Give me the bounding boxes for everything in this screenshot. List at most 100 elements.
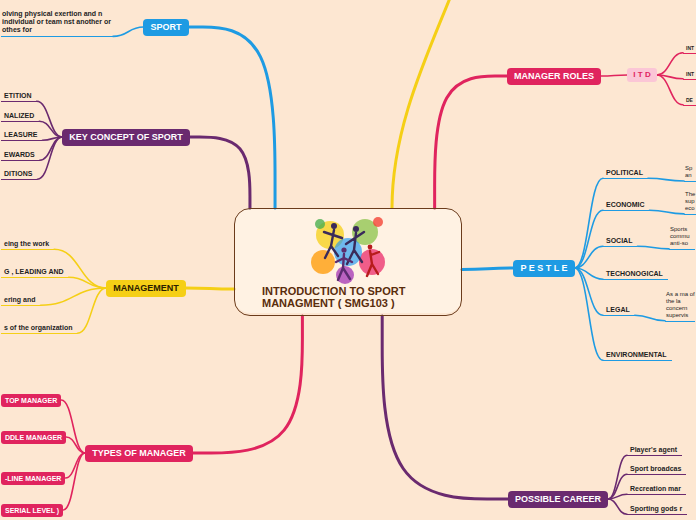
note-text: The sup eco <box>684 191 696 215</box>
subtopic-text: Player's agent <box>627 446 682 456</box>
node-text: TOP MANAGER <box>5 396 57 405</box>
branch-connector <box>608 455 627 499</box>
node-text: olving physical exertion and n individua… <box>2 10 113 34</box>
subtopic-pill: DDLE MANAGER <box>1 431 66 444</box>
subtopic-text: Recreation mar <box>627 485 686 495</box>
branch-connector <box>382 316 508 499</box>
subtopic-text: NALIZED <box>1 112 39 122</box>
node-text: SOCIAL <box>606 237 632 244</box>
node-text: KEY CONCEPT OF SPORT <box>69 132 182 143</box>
node-text: LEASURE <box>4 131 37 138</box>
branch-connector <box>648 178 684 181</box>
paint-splash <box>315 219 325 229</box>
node-text: EWARDS <box>4 151 35 158</box>
node-text: s of the organization <box>4 324 72 331</box>
node-text: MANAGER ROLES <box>514 71 594 82</box>
node-text: LEGAL <box>606 306 630 313</box>
branch-connector <box>462 268 513 270</box>
branch-connector <box>37 137 62 179</box>
subtopic-text: INT <box>683 45 696 54</box>
branch-connector <box>637 246 669 249</box>
paint-splash <box>373 217 383 227</box>
branch-connector <box>657 53 683 75</box>
subtopic-text: Sport broadcas <box>627 465 686 475</box>
note-text: Sp an <box>684 165 696 182</box>
paint-splash <box>311 250 335 274</box>
note-text: olving physical exertion and n individua… <box>1 10 113 37</box>
branch-topic: P E S T L E <box>513 260 574 277</box>
branch-connector <box>608 494 627 499</box>
branch-connector <box>39 121 62 137</box>
branch-connector <box>608 499 627 514</box>
branch-connector <box>657 75 683 105</box>
node-text: TECHONOGICAL <box>606 270 663 277</box>
subtopic-text: ECONOMIC <box>603 201 650 211</box>
note-text: Sports commu anti-so <box>669 226 695 250</box>
subtopic-text: DE <box>683 97 696 106</box>
node-text: Sports commu anti-so <box>670 226 695 247</box>
subtopic-text: ering and <box>1 296 41 306</box>
node-text: DE <box>686 97 693 103</box>
node-text: ECONOMIC <box>606 201 645 208</box>
athlete-figures <box>324 223 379 280</box>
branch-topic: KEY CONCEPT OF SPORT <box>62 129 189 146</box>
branch-connector <box>189 27 276 208</box>
subtopic-pill: -LINE MANAGER <box>1 472 65 485</box>
branch-topic: SPORT <box>143 19 188 36</box>
subtopic-text: POLITICAL <box>603 169 648 179</box>
branch-connector <box>69 277 107 288</box>
node-text: Sport broadcas <box>630 465 681 472</box>
branch-connector <box>650 210 685 214</box>
node-text: DITIONS <box>4 170 32 177</box>
branch-line <box>392 0 450 208</box>
node-text: ETITION <box>4 92 32 99</box>
branch-connector <box>575 268 603 315</box>
subtopic-pill: TOP MANAGER <box>1 394 61 407</box>
node-text: INT <box>686 71 694 77</box>
branch-connector <box>575 268 603 360</box>
node-text: Sp an <box>685 165 696 179</box>
branch-topic: MANAGER ROLES <box>507 68 601 85</box>
branch-connector <box>608 474 627 499</box>
branch-connector <box>193 316 303 453</box>
subtopic-text: G , LEADING AND <box>1 268 69 278</box>
subtopic-text: ETITION <box>1 92 37 102</box>
branch-connector <box>77 288 106 333</box>
node-text: I T D <box>633 70 650 80</box>
node-text: -LINE MANAGER <box>5 474 61 483</box>
node-text: SERIAL LEVEL ) <box>5 506 59 515</box>
subtopic-text: s of the organization <box>1 324 77 334</box>
node-text: INT <box>686 45 694 51</box>
branch-connector <box>186 288 234 289</box>
node-text: POSSIBLE CAREER <box>515 494 601 505</box>
branch-connector <box>63 453 85 510</box>
subtopic-text: EWARDS <box>1 151 40 161</box>
node-text: Recreation mar <box>630 485 681 492</box>
branch-connector <box>37 101 63 137</box>
branch-connector <box>601 75 627 76</box>
central-topic: INTRODUCTION TO SPORT MANAGMENT ( SMG103… <box>234 208 462 316</box>
paint-splash <box>336 266 354 284</box>
branch-connector <box>61 400 85 453</box>
node-text: DDLE MANAGER <box>5 433 62 442</box>
branch-connector <box>575 246 603 268</box>
branch-connector <box>635 315 665 321</box>
subtopic-text: INT <box>683 71 696 80</box>
subtopic-pill: SERIAL LEVEL ) <box>1 504 63 517</box>
branch-topic: MANAGEMENT <box>106 280 186 297</box>
branch-topic: POSSIBLE CAREER <box>508 491 608 508</box>
branch-connector <box>575 210 603 268</box>
note-text: As a ma of the la concern supervis <box>665 291 695 322</box>
branch-connector <box>435 76 507 208</box>
node-text: Player's agent <box>630 446 677 453</box>
subtopic-text: SOCIAL <box>603 237 637 247</box>
subtopic-text: LEGAL <box>603 306 635 316</box>
node-text: SPORT <box>150 22 181 33</box>
node-text: eing the work <box>4 240 49 247</box>
branch-connector <box>113 27 143 36</box>
subtopic-text: DITIONS <box>1 170 37 180</box>
branch-connector <box>190 137 250 208</box>
node-text: TYPES OF MANAGER <box>92 448 186 459</box>
subtopic-pill: I T D <box>627 68 656 82</box>
node-text: MANAGEMENT <box>113 283 179 294</box>
